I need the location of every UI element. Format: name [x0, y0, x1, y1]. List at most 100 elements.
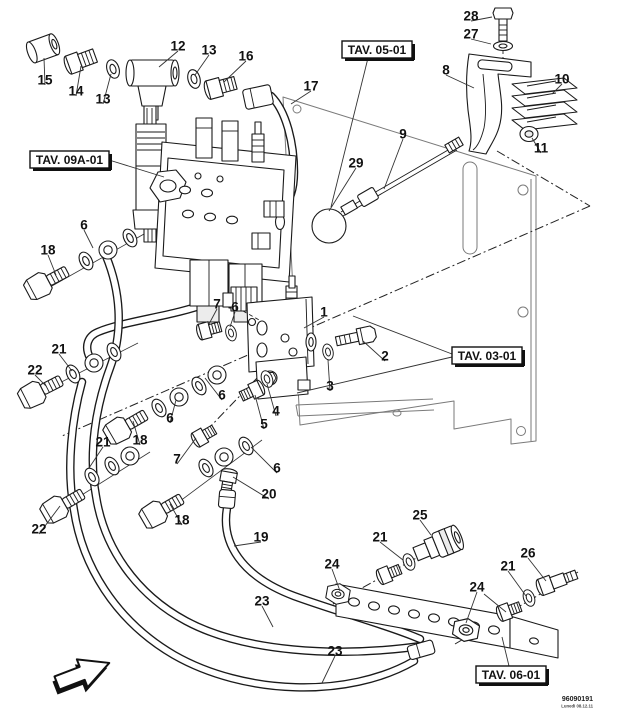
- part-leader-6: [169, 399, 177, 424]
- tav-05-01-leader-0: [330, 57, 369, 208]
- part-label-21: 21: [95, 435, 111, 450]
- elbow-fitting-bottom: [251, 232, 271, 250]
- part-label-21: 21: [372, 530, 388, 545]
- part-leader-24: [465, 591, 478, 624]
- hose-end-17: [242, 84, 274, 110]
- part-leader-17: [290, 90, 312, 105]
- part-label-24: 24: [324, 557, 340, 572]
- part-leader-7: [176, 437, 197, 465]
- hose-end-23b: [406, 639, 436, 660]
- washer-13b: [185, 67, 203, 91]
- part-label-23: 23: [327, 644, 343, 659]
- washer-21d: [520, 587, 538, 609]
- part-label-24: 24: [469, 580, 485, 595]
- tav-09a-01-label: TAV. 09A-01: [36, 153, 103, 167]
- tav-06-01-label: TAV. 06-01: [482, 668, 541, 682]
- tav-05-01-box: [341, 40, 413, 59]
- part-label-17: 17: [303, 79, 318, 94]
- part-label-20: 20: [261, 487, 276, 502]
- part-label-19: 19: [253, 530, 268, 545]
- part-label-4: 4: [272, 404, 280, 419]
- main-valve-block: [149, 117, 297, 323]
- part-leader-6: [250, 446, 278, 474]
- part-label-6: 6: [80, 218, 88, 233]
- chain-18-6-upper: [21, 226, 141, 304]
- hose-end-19: [217, 489, 237, 509]
- part-leader-5: [254, 394, 265, 430]
- chain-22-21-lower: [37, 446, 140, 527]
- part-label-23: 23: [254, 594, 270, 609]
- part-label-27: 27: [463, 27, 478, 42]
- part-leader-18: [169, 503, 183, 526]
- part-leader-23: [321, 655, 336, 684]
- cap-nut-15: [25, 33, 61, 64]
- direction-arrow: [52, 658, 111, 695]
- part-label-10: 10: [554, 72, 569, 87]
- part-leader-18: [132, 420, 141, 446]
- part-label-9: 9: [399, 127, 407, 142]
- part-leader-15: [43, 57, 46, 86]
- part-leader-2: [362, 340, 386, 362]
- part-label-18: 18: [132, 433, 148, 448]
- part-label-21: 21: [500, 559, 516, 574]
- hose-19: [221, 503, 425, 644]
- part-leader-1: [303, 316, 325, 329]
- part-leader-19: [233, 541, 262, 547]
- part-leader-29: [328, 167, 357, 212]
- footer-block: 96090191 Lunedi 08.12.11: [561, 696, 593, 709]
- part-leader-7: [208, 308, 218, 325]
- mounting-strip: [295, 398, 435, 417]
- tav-09a-01-leader-0: [108, 159, 165, 178]
- washer-21c: [400, 551, 418, 573]
- part-leader-16: [223, 60, 247, 83]
- part-leader-18: [47, 254, 57, 276]
- part-leader-25: [419, 519, 432, 536]
- part-leader-13: [194, 54, 210, 76]
- part-leader-27: [470, 38, 492, 45]
- extra-leader-1: [483, 593, 507, 613]
- chain-18-6-20: [136, 434, 257, 532]
- part-label-7: 7: [213, 297, 221, 312]
- fitting-16: [203, 76, 238, 100]
- tav-05-01-label: TAV. 05-01: [348, 43, 407, 57]
- part-leader-21: [507, 570, 527, 597]
- part-leader-21: [58, 353, 73, 372]
- bracket-8: [466, 53, 532, 155]
- elbow-fitting-top: [263, 200, 285, 218]
- tav-06-01-leader-0: [501, 636, 510, 667]
- part-leader-22: [34, 374, 47, 387]
- part-leader-21: [88, 446, 104, 469]
- part-leader-24: [331, 568, 341, 592]
- tav-03-01-leader-0: [352, 315, 453, 355]
- part-label-11: 11: [534, 141, 549, 156]
- part-label-18: 18: [174, 513, 190, 528]
- plug-7b: [188, 422, 219, 450]
- part-label-22: 22: [27, 363, 42, 378]
- tee-fitting-12: [125, 59, 180, 121]
- part-label-3: 3: [326, 379, 334, 394]
- bolt-28: [492, 7, 514, 42]
- part-label-6: 6: [231, 300, 239, 315]
- ball-knob-29: [311, 208, 347, 244]
- part-leader-6: [229, 311, 236, 328]
- washer-13a: [103, 57, 123, 81]
- tav-03-01-leader-1: [296, 356, 453, 394]
- part-label-2: 2: [381, 349, 389, 364]
- part-leader-9: [383, 138, 404, 190]
- part-label-8: 8: [442, 63, 450, 78]
- part-leader-20: [232, 476, 270, 500]
- control-valve-1: [222, 275, 317, 400]
- part-leader-26: [527, 557, 547, 582]
- part-leader-4: [266, 383, 277, 417]
- part-label-16: 16: [238, 49, 254, 64]
- part-leader-28: [470, 16, 493, 22]
- part-label-13: 13: [95, 92, 111, 107]
- part-leader-21: [379, 541, 404, 561]
- doc-number: 96090191: [562, 696, 593, 703]
- part-label-25: 25: [412, 508, 428, 523]
- part-leader-10: [551, 83, 563, 95]
- tav-03-01-box: [451, 346, 523, 365]
- part-label-1: 1: [320, 305, 328, 320]
